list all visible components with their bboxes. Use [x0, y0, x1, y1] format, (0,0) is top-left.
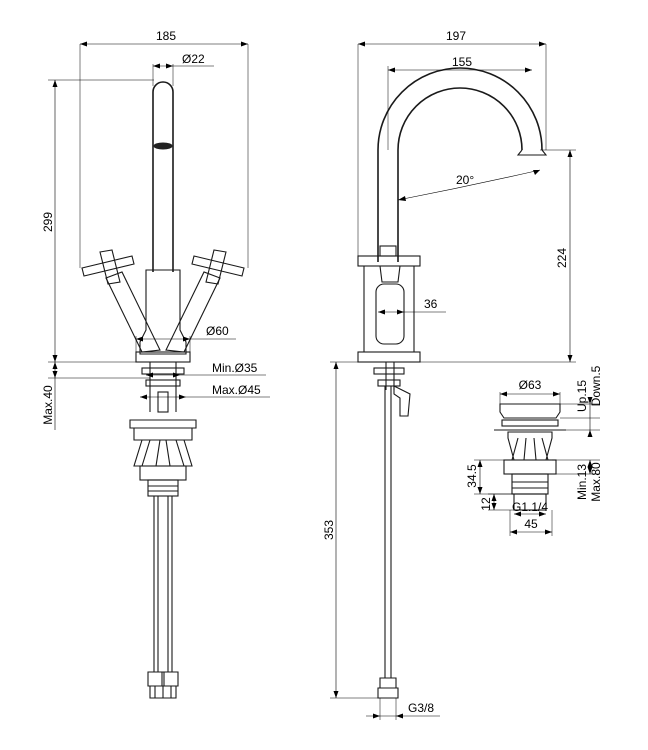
side-handle-lever — [379, 265, 401, 283]
dim-waste-up-down: Up.15 Down.5 — [560, 365, 603, 437]
front-base-plate — [135, 351, 191, 363]
side-body-window — [375, 283, 405, 345]
dim-side-hose-length: 353 — [322, 361, 378, 699]
front-body — [139, 269, 187, 355]
dim-side-reach: 197 — [357, 29, 547, 256]
dim-front-spout-diameter: Ø22 — [152, 52, 214, 86]
waste-body — [507, 431, 553, 461]
side-spout-reach-label: 155 — [452, 55, 472, 69]
dim-waste-body-height: 34.5 — [465, 459, 512, 495]
waste-thread-height-label: 12 — [479, 497, 493, 511]
front-aerator — [153, 142, 173, 150]
side-fixing — [373, 367, 405, 375]
front-spout-diameter-label: Ø22 — [182, 52, 205, 66]
dim-front-base-diameter: Ø60 — [135, 324, 236, 352]
front-waste-plug — [129, 419, 197, 441]
dim-side-body-width: 36 — [378, 297, 446, 315]
front-min-hole-label: Min.Ø35 — [212, 361, 258, 375]
waste-down-label: Down.5 — [589, 365, 603, 406]
front-max-hole-label: Max.Ø45 — [212, 383, 261, 397]
side-thread-label: G3/8 — [408, 701, 434, 715]
waste-flange — [501, 419, 559, 427]
front-left-handle-arm — [105, 271, 161, 353]
side-spout-inner — [397, 87, 523, 262]
dim-waste-thickness: Min.13 Max.80 — [552, 459, 603, 502]
front-left-cross-handle — [81, 249, 135, 285]
dim-front-max-hole: Max.Ø45 — [140, 383, 270, 400]
side-base-plate — [357, 351, 421, 363]
front-right-cross-handle — [191, 249, 245, 285]
side-view: 197 155 20° 224 — [322, 29, 576, 720]
front-view: 185 Ø22 299 Ø60 — [41, 29, 270, 699]
front-fixing-washer — [141, 367, 185, 375]
dim-waste-plug-diameter: Ø63 — [499, 378, 561, 404]
dim-waste-width: 45 — [509, 510, 553, 536]
dim-side-spout-reach: 155 — [387, 55, 532, 150]
waste-plug-cap — [499, 403, 561, 419]
dim-front-min-hole: Min.Ø35 — [146, 361, 266, 378]
front-hose-fittings — [147, 671, 179, 699]
waste-max-thickness-label: Max.80 — [589, 462, 603, 502]
dim-front-max-deck: Max.40 — [41, 362, 150, 430]
waste-plug-diameter-label: Ø63 — [519, 378, 542, 392]
side-spout-outlet — [516, 149, 548, 156]
dim-front-height: 299 — [41, 79, 154, 363]
side-elbow-connector — [393, 385, 411, 417]
dim-side-height: 224 — [420, 149, 576, 363]
front-fixing-nut — [145, 379, 181, 387]
waste-width-label: 45 — [524, 517, 538, 531]
front-waste-body — [133, 439, 193, 467]
side-spout-outer — [377, 67, 543, 262]
side-hose-length-label: 353 — [322, 520, 336, 540]
side-reach-label: 197 — [446, 29, 466, 43]
dim-front-width: 185 — [79, 29, 249, 268]
waste-detail: Ø63 Up.15 Down.5 Min.13 Max.80 — [465, 365, 603, 536]
front-waste-nut — [139, 465, 187, 481]
waste-thread-section — [511, 473, 549, 495]
waste-nut — [503, 459, 557, 475]
waste-tail — [513, 493, 547, 511]
front-right-handle-arm — [165, 271, 221, 353]
dim-side-angle: 20° — [397, 169, 541, 201]
side-angle-label: 20° — [456, 173, 474, 187]
front-max-deck-label: Max.40 — [41, 385, 55, 425]
side-hose-fitting — [377, 677, 399, 699]
front-height-label: 299 — [41, 212, 55, 232]
front-waste-thread — [147, 479, 179, 497]
side-handle-bar — [357, 255, 421, 267]
waste-up-label: Up.15 — [575, 380, 589, 412]
dim-waste-thread: G1.1/4 — [512, 500, 548, 517]
side-handle-stem — [379, 245, 397, 257]
front-base-diameter-label: Ø60 — [206, 324, 229, 338]
side-body-width-label: 36 — [424, 297, 438, 311]
front-stud — [157, 391, 169, 413]
side-body — [363, 265, 415, 353]
side-height-label: 224 — [555, 248, 569, 268]
waste-thread-label: G1.1/4 — [512, 500, 548, 514]
dim-waste-thread-height: 12 — [479, 493, 514, 511]
front-spout-pipe — [152, 81, 174, 272]
waste-body-height-label: 34.5 — [465, 464, 479, 488]
dim-side-thread: G3/8 — [366, 698, 440, 720]
front-width-label: 185 — [156, 29, 176, 43]
waste-min-thickness-label: Min.13 — [575, 464, 589, 500]
